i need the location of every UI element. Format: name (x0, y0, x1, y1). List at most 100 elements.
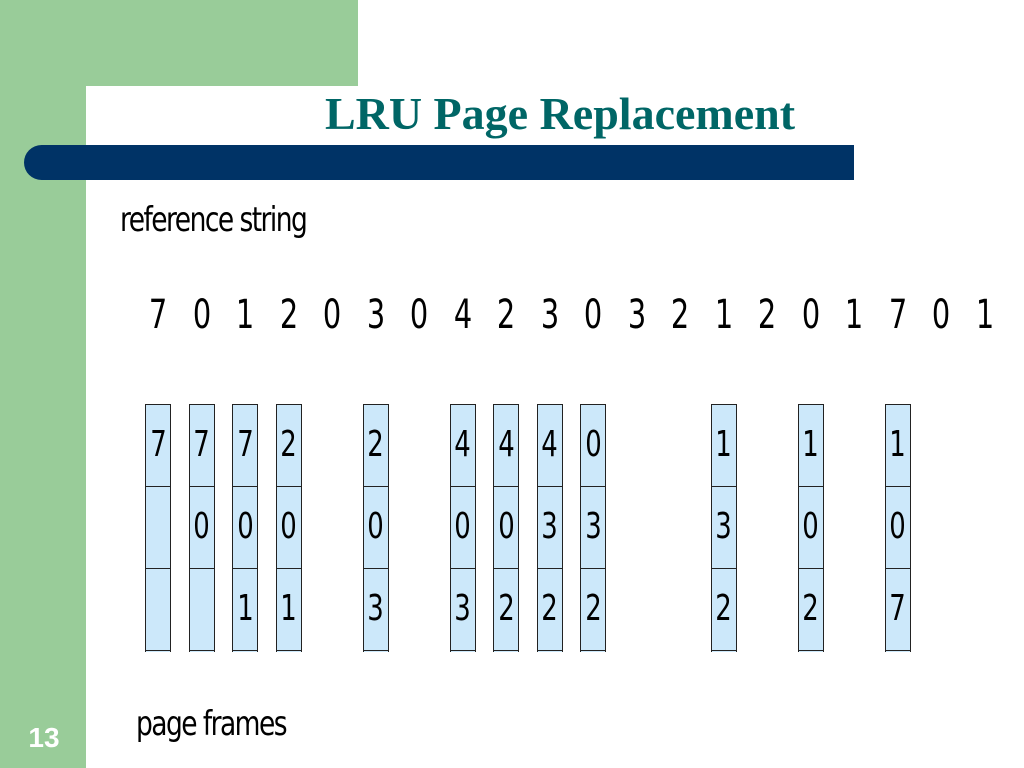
title-underline-bar (24, 145, 854, 180)
reference-number: 7 (148, 292, 168, 338)
frame-value: 3 (367, 588, 384, 629)
reference-number: 4 (453, 292, 472, 338)
frame-cell: 7 (189, 404, 214, 487)
frame-value: 7 (236, 424, 254, 465)
frame-value: 0 (889, 506, 906, 547)
frame-value: 4 (541, 424, 558, 465)
frame-value: 0 (280, 506, 297, 547)
frame-cell: 3 (581, 486, 605, 569)
frame-value: 2 (584, 588, 602, 629)
frame-cell: 1 (276, 568, 301, 651)
frame-cell: 2 (581, 568, 605, 651)
frame-column: 1 3 2 (710, 404, 737, 652)
frame-cell: 0 (233, 486, 257, 569)
frame-top-border (276, 404, 301, 405)
frame-value: 2 (280, 424, 297, 465)
frame-value: 7 (149, 424, 167, 465)
frame-cell: 0 (189, 486, 214, 569)
frame-top-border (885, 404, 910, 405)
reference-number: 1 (714, 292, 733, 338)
frame-value: 0 (454, 506, 471, 547)
frame-cell: 7 (885, 568, 910, 651)
reference-number: 0 (801, 292, 820, 338)
frame-cell: 1 (711, 404, 736, 487)
frame-top-border (146, 404, 170, 405)
frame-cell: 0 (885, 486, 910, 569)
reference-number: 0 (192, 292, 211, 338)
frame-top-border (798, 404, 823, 405)
frame-top-border (363, 404, 388, 405)
frame-value: 7 (193, 424, 210, 465)
frame-value: 4 (497, 424, 515, 465)
frame-cell: 4 (494, 404, 518, 487)
reference-number: 0 (583, 292, 603, 338)
frame-cell: 2 (363, 404, 388, 487)
frame-cell: 0 (581, 404, 605, 487)
frame-cell: 1 (233, 568, 257, 651)
frame-top-border (581, 404, 605, 405)
frame-column: 4 0 2 (493, 404, 519, 652)
reference-number: 1 (844, 292, 864, 338)
frame-cell: 1 (885, 404, 910, 487)
top-accent-band (0, 0, 358, 86)
frame-cell: 4 (450, 404, 475, 487)
frame-cell: 4 (537, 404, 562, 487)
frame-cell (146, 486, 170, 569)
frame-cell: 0 (276, 486, 301, 569)
reference-number: 0 (322, 292, 342, 338)
reference-number: 2 (279, 292, 298, 338)
frame-column: 1 0 7 (884, 404, 911, 652)
frame-value: 1 (889, 424, 906, 465)
frame-value: 4 (454, 424, 471, 465)
reference-number: 2 (757, 292, 777, 338)
frame-cell: 2 (494, 568, 518, 651)
frame-value: 0 (802, 506, 819, 547)
reference-number: 3 (627, 292, 646, 338)
frame-value: 0 (193, 506, 210, 547)
reference-number: 2 (670, 292, 690, 338)
reference-number: 7 (888, 292, 907, 338)
frame-cell: 2 (711, 568, 736, 651)
frame-value: 0 (584, 424, 602, 465)
reference-number: 0 (931, 292, 951, 338)
frame-cell: 7 (146, 404, 170, 487)
slide-number: 13 (28, 722, 60, 753)
frame-value: 2 (367, 424, 384, 465)
frame-cell: 2 (537, 568, 562, 651)
frame-value: 2 (802, 588, 819, 629)
frame-cell: 7 (233, 404, 257, 487)
frame-column: 2 0 3 (362, 404, 389, 652)
reference-string-label: reference string (120, 200, 308, 240)
frame-cell: 0 (363, 486, 388, 569)
frame-value: 1 (802, 424, 819, 465)
reference-number: 3 (366, 292, 385, 338)
frame-column: 0 3 2 (580, 404, 606, 652)
frame-value: 7 (889, 588, 906, 629)
frame-value: 2 (497, 588, 515, 629)
reference-number: 1 (975, 292, 994, 338)
frame-value: 0 (497, 506, 515, 547)
frame-cell: 0 (798, 486, 823, 569)
frame-value: 2 (541, 588, 558, 629)
reference-number: 2 (496, 292, 516, 338)
frame-top-border (233, 404, 257, 405)
slide-title: LRU Page Replacement (324, 88, 796, 139)
frame-cell: 3 (363, 568, 388, 651)
frame-top-border (711, 404, 736, 405)
frame-column: 7 (145, 404, 171, 652)
frame-cell: 1 (798, 404, 823, 487)
frame-top-border (450, 404, 475, 405)
frame-top-border (189, 404, 214, 405)
frame-value: 3 (715, 506, 732, 547)
frame-value: 0 (367, 506, 384, 547)
reference-number: 0 (409, 292, 429, 338)
frame-top-border (537, 404, 562, 405)
page-frames-label: page frames (136, 704, 288, 744)
frame-cell: 0 (494, 486, 518, 569)
frame-value: 3 (584, 506, 602, 547)
